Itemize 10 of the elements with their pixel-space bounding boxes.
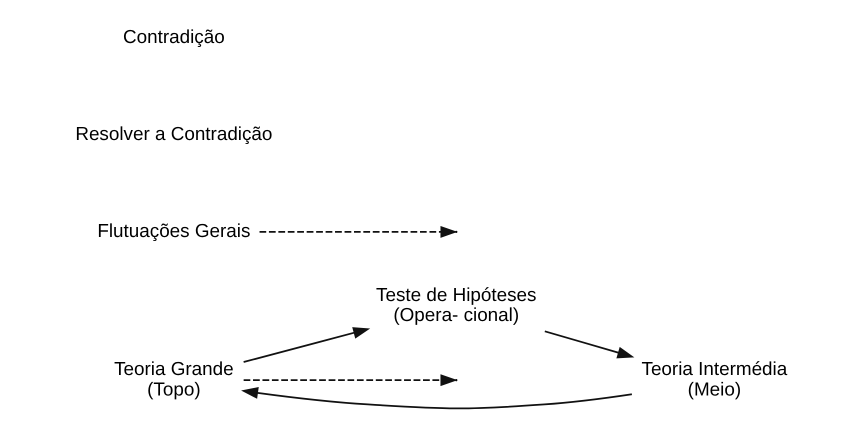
arrow — [240, 387, 632, 410]
arrow — [259, 226, 457, 238]
node-text: Teoria Intermédia (Meio) — [641, 358, 787, 400]
node-text: Teste de Hipóteses (Opera- cional) — [376, 284, 536, 326]
label: Resolver a Contradição — [74, 122, 272, 144]
arrow — [544, 330, 634, 358]
node-text: Teoria Grande (Topo) — [114, 358, 234, 400]
node-text: Flutuações Gerais — [96, 220, 250, 241]
label: Contradição — [122, 26, 224, 47]
arrow — [242, 327, 370, 363]
